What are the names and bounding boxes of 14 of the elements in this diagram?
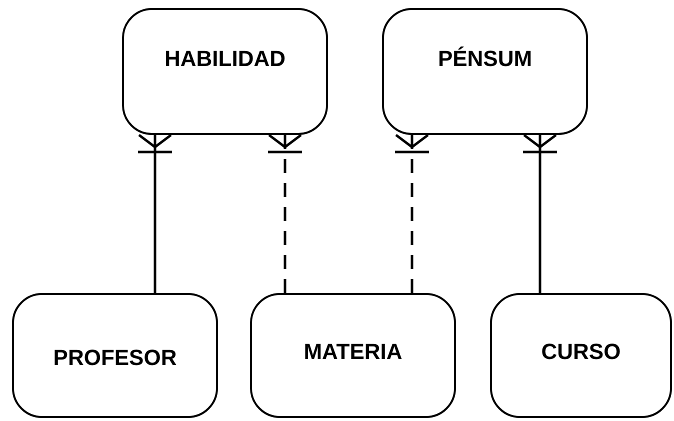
entity-name: PROFESOR — [53, 345, 177, 371]
relationship-line — [266, 134, 304, 293]
entity-box — [382, 8, 588, 135]
entity-name: HABILIDAD — [164, 46, 286, 72]
relationship-line — [394, 134, 430, 293]
entity-name: MATERIA — [304, 339, 402, 365]
relationship-line — [522, 134, 558, 293]
relationship-line — [136, 134, 174, 293]
entity-name: PÉNSUM — [438, 46, 532, 72]
entity-box — [12, 293, 218, 418]
entity-box — [250, 293, 456, 418]
entity-box — [490, 293, 672, 418]
entity-name: CURSO — [541, 339, 621, 365]
entity-box — [122, 8, 328, 135]
